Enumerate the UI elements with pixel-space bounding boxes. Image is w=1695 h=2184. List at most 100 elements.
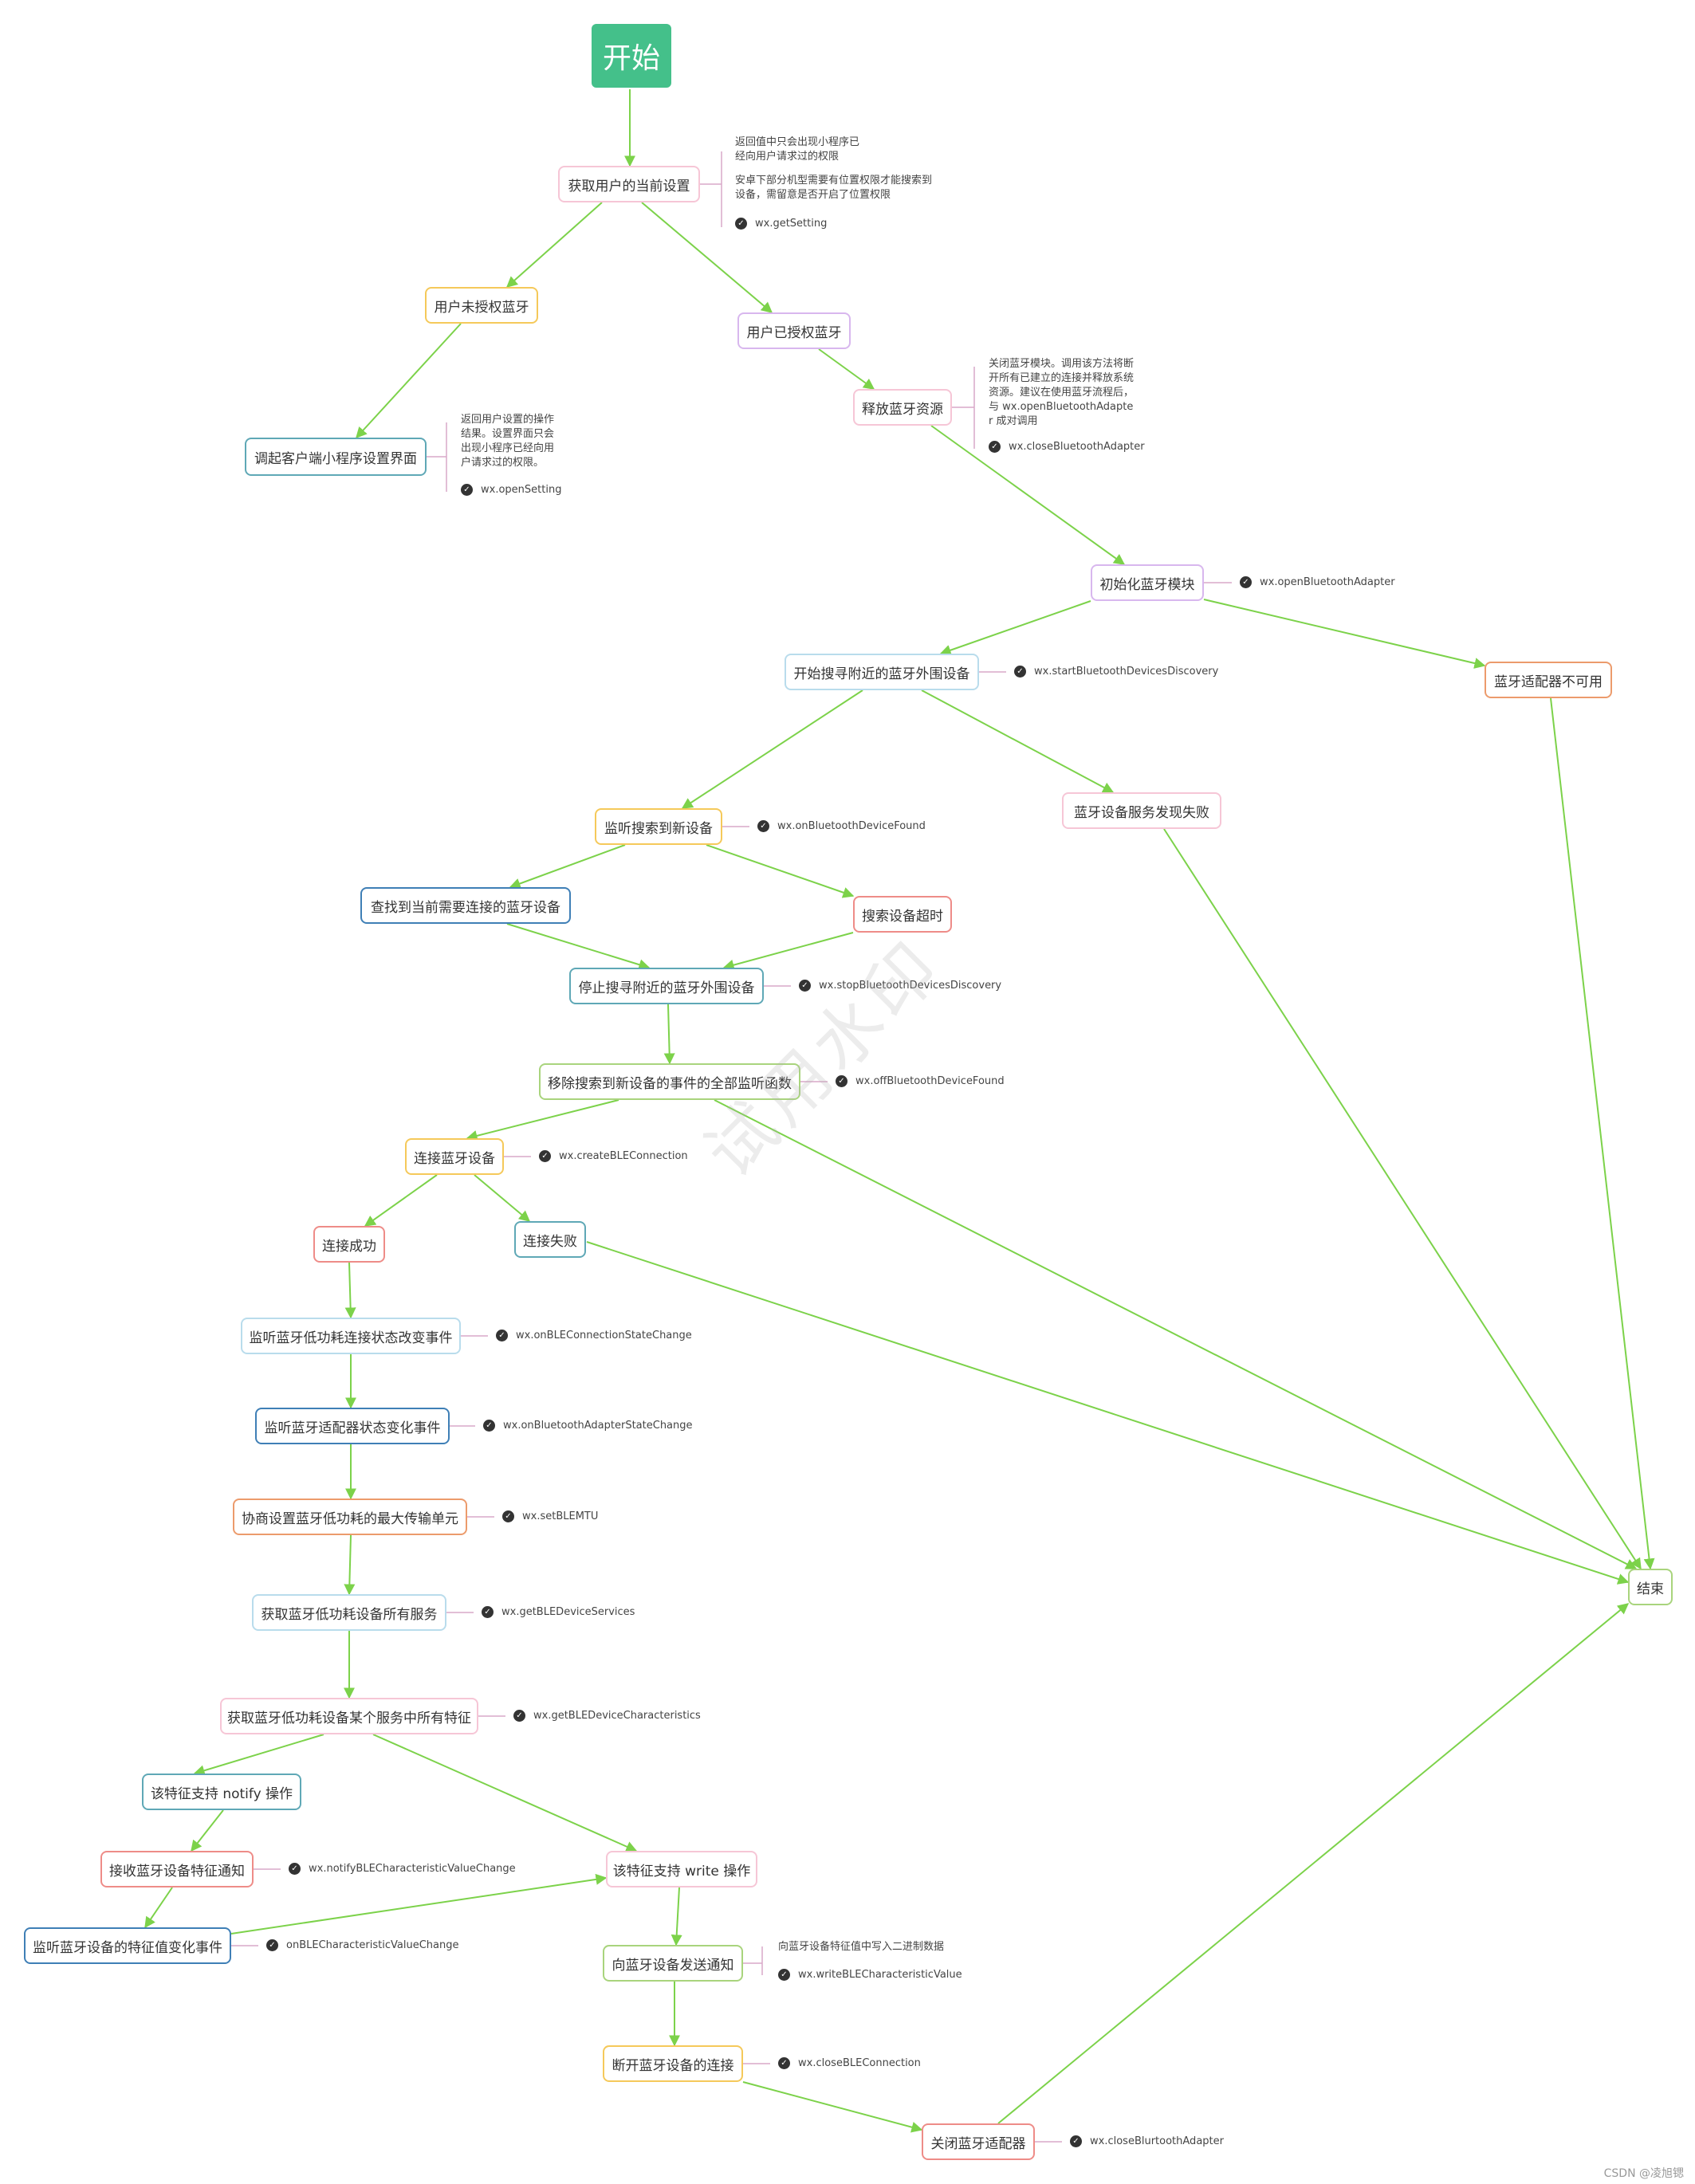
search-timeout-node[interactable]: 搜索设备超时: [853, 896, 952, 933]
flow-arrow: [681, 689, 863, 809]
note-line: 返回用户设置的操作: [461, 414, 555, 426]
remove-listeners-node[interactable]: 移除搜索到新设备的事件的全部监听函数: [539, 1063, 800, 1100]
start-discovery-node[interactable]: 开始搜寻附近的蓝牙外围设备: [785, 654, 979, 690]
release-api: ✓ wx.closeBluetoothAdapter: [989, 441, 1145, 453]
authorized-node[interactable]: 用户已授权蓝牙: [737, 312, 851, 349]
api-label: wx.closeBlurtoothAdapter: [1090, 2135, 1224, 2147]
discovery-failed-node[interactable]: 蓝牙设备服务发现失败: [1062, 792, 1221, 829]
flow-arrow: [344, 1262, 356, 1319]
set-mtu-node[interactable]: 协商设置蓝牙低功耗的最大传输单元: [233, 1499, 467, 1535]
flow-arrow: [193, 1734, 324, 1777]
check-icon: ✓: [735, 218, 747, 230]
check-icon: ✓: [778, 2057, 790, 2069]
release-node[interactable]: 释放蓝牙资源: [853, 389, 952, 426]
check-icon: ✓: [1240, 576, 1252, 588]
connect-fail-node[interactable]: 连接失败: [514, 1221, 586, 1258]
close-adapter-node[interactable]: 关闭蓝牙适配器: [922, 2123, 1035, 2160]
check-icon: ✓: [513, 1710, 525, 1722]
api-label: wx.onBLEConnectionStateChange: [516, 1330, 692, 1341]
connect-success-node[interactable]: 连接成功: [313, 1226, 385, 1263]
note-line: 户请求过的权限。: [461, 457, 545, 469]
flow-arrow: [372, 1734, 638, 1852]
flow-arrow: [1550, 697, 1655, 1570]
note-line: 与 wx.openBluetoothAdapte: [989, 401, 1134, 413]
start-node[interactable]: 开始: [592, 24, 671, 88]
write-supported-node[interactable]: 该特征支持 write 操作: [606, 1851, 757, 1887]
flow-arrow: [474, 1174, 531, 1222]
close-adapter-api: ✓ wx.closeBlurtoothAdapter: [1070, 2135, 1224, 2147]
disconnect-node[interactable]: 断开蓝牙设备的连接: [603, 2045, 743, 2082]
note-line: 结果。设置界面只会: [461, 428, 555, 440]
api-label: wx.getBLEDeviceCharacteristics: [533, 1710, 701, 1722]
check-icon: ✓: [778, 1969, 790, 1981]
api-label: wx.startBluetoothDevicesDiscovery: [1034, 666, 1219, 678]
flow-arrow: [230, 1873, 608, 1935]
disconnect-api: ✓ wx.closeBLEConnection: [778, 2057, 921, 2069]
flow-arrow: [671, 1887, 682, 1946]
get-setting-note: 返回值中只会出现小程序已 经向用户请求过的权限 安卓下部分机型需要有位置权限才能…: [735, 136, 932, 202]
flow-arrow: [1163, 828, 1642, 1570]
check-icon: ✓: [836, 1075, 848, 1087]
end-node[interactable]: 结束: [1628, 1569, 1673, 1605]
note-line: 安卓下部分机型需要有位置权限才能搜索到: [735, 175, 933, 187]
flow-arrow: [144, 1887, 173, 1929]
listen-adapter-state-api: ✓ wx.onBluetoothAdapterStateChange: [483, 1420, 693, 1432]
get-characteristics-api: ✓ wx.getBLEDeviceCharacteristics: [513, 1710, 701, 1722]
adapter-unavailable-node[interactable]: 蓝牙适配器不可用: [1485, 662, 1612, 698]
receive-notify-node[interactable]: 接收蓝牙设备特征通知: [100, 1851, 254, 1887]
note-line: 开所有已建立的连接并释放系统: [989, 372, 1135, 384]
listen-adapter-state-node[interactable]: 监听蓝牙适配器状态变化事件: [255, 1408, 450, 1444]
api-label: onBLECharacteristicValueChange: [286, 1939, 459, 1951]
set-mtu-api: ✓ wx.setBLEMTU: [502, 1510, 598, 1522]
remove-listeners-api: ✓ wx.offBluetoothDeviceFound: [836, 1075, 1005, 1087]
listen-value-change-api: ✓ onBLECharacteristicValueChange: [266, 1939, 458, 1951]
send-notify-node[interactable]: 向蓝牙设备发送通知: [603, 1945, 743, 1982]
flow-arrow: [344, 1534, 356, 1596]
get-setting-node[interactable]: 获取用户的当前设置: [558, 166, 700, 202]
get-services-node[interactable]: 获取蓝牙低功耗设备所有服务: [252, 1594, 446, 1631]
api-label: wx.createBLEConnection: [559, 1150, 688, 1162]
flow-arrow: [818, 348, 875, 390]
check-icon: ✓: [483, 1420, 495, 1432]
flow-arrow: [663, 1004, 675, 1065]
open-settings-api: ✓ wx.openSetting: [461, 484, 561, 496]
flow-arrow: [509, 844, 626, 890]
flow-arrow: [356, 323, 462, 439]
receive-notify-api: ✓ wx.notifyBLECharacteristicValueChange: [289, 1863, 516, 1875]
find-target-node[interactable]: 查找到当前需要连接的蓝牙设备: [360, 887, 571, 924]
flow-arrow: [505, 202, 603, 288]
start-discovery-api: ✓ wx.startBluetoothDevicesDiscovery: [1014, 666, 1218, 678]
flow-arrow: [722, 932, 854, 971]
api-label: wx.closeBLEConnection: [798, 2057, 921, 2069]
note-line: r 成对调用: [989, 415, 1038, 427]
connect-node[interactable]: 连接蓝牙设备: [405, 1138, 504, 1175]
check-icon: ✓: [757, 820, 769, 832]
check-icon: ✓: [266, 1939, 278, 1951]
flow-arrow: [706, 844, 855, 898]
flow-arrow: [1203, 599, 1486, 669]
stop-discovery-node[interactable]: 停止搜寻附近的蓝牙外围设备: [569, 968, 764, 1004]
notify-supported-node[interactable]: 该特征支持 notify 操作: [142, 1774, 301, 1810]
check-icon: ✓: [496, 1330, 508, 1341]
credit-label: CSDN @凌旭锶: [1603, 2167, 1684, 2180]
flow-arrow: [364, 1174, 438, 1227]
api-label: wx.getSetting: [755, 218, 828, 230]
api-label: wx.onBluetoothDeviceFound: [777, 820, 926, 832]
listen-conn-state-api: ✓ wx.onBLEConnectionStateChange: [496, 1330, 692, 1341]
api-label: wx.setBLEMTU: [522, 1510, 599, 1522]
get-setting-api: ✓ wx.getSetting: [735, 218, 827, 230]
listen-conn-state-node[interactable]: 监听蓝牙低功耗连接状态改变事件: [241, 1318, 461, 1354]
get-characteristics-node[interactable]: 获取蓝牙低功耗设备某个服务中所有特征: [220, 1698, 478, 1734]
not-authorized-node[interactable]: 用户未授权蓝牙: [425, 287, 538, 324]
release-note: 关闭蓝牙模块。调用该方法将断 开所有已建立的连接并释放系统 资源。建议在使用蓝牙…: [989, 357, 1134, 429]
note-line: 设备，需留意是否开启了位置权限: [735, 189, 891, 201]
flow-arrow: [930, 425, 1126, 565]
flow-arrow: [466, 1099, 619, 1141]
connect-api: ✓ wx.createBLEConnection: [539, 1150, 688, 1162]
listen-found-node[interactable]: 监听搜索到新设备: [595, 808, 722, 845]
init-module-node[interactable]: 初始化蓝牙模块: [1091, 564, 1204, 601]
stop-discovery-api: ✓ wx.stopBluetoothDevicesDiscovery: [799, 980, 1001, 992]
open-settings-ui-node[interactable]: 调起客户端小程序设置界面: [245, 438, 427, 476]
listen-value-change-node[interactable]: 监听蓝牙设备的特征值变化事件: [24, 1927, 231, 1964]
api-label: wx.offBluetoothDeviceFound: [855, 1075, 1005, 1087]
